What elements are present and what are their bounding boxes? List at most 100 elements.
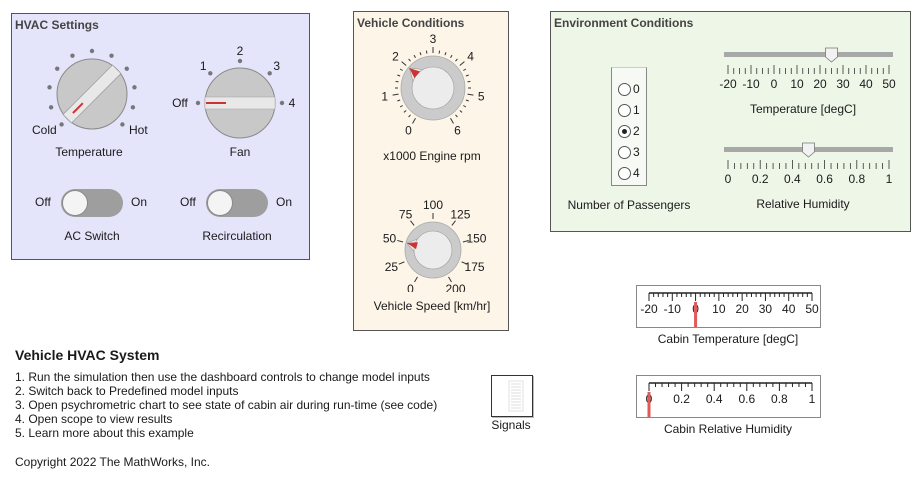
temperature-knob[interactable]: [32, 39, 152, 139]
engine-rpm-minor-tick: [465, 74, 469, 77]
ac-switch-toggle[interactable]: [61, 189, 123, 217]
fan-tick-label: 3: [273, 59, 280, 73]
cabin-temperature-tick-label: -10: [664, 302, 682, 316]
humidity-slider-tick-label: 0.8: [848, 172, 865, 186]
temperature-tick-dot: [130, 105, 136, 110]
passengers-option-1[interactable]: 1: [618, 101, 640, 119]
step-switch-predefined[interactable]: 2. Switch back to Predefined model input…: [15, 384, 239, 398]
engine-rpm-minor-tick: [455, 114, 458, 118]
engine-rpm-inner-dial: [411, 66, 455, 110]
radio-label: 0: [633, 82, 640, 96]
temperature-slider-label: Temperature [degC]: [749, 102, 857, 116]
temperature-slider-tick-label: 0: [771, 77, 778, 91]
panel-title: Vehicle Conditions: [357, 16, 465, 30]
temperature-tick-dot: [120, 122, 125, 127]
temperature-slider-thumb[interactable]: [825, 47, 838, 63]
radio-button[interactable]: [618, 145, 631, 159]
recirculation-on-label: On: [276, 195, 293, 209]
humidity-slider-tick-label: 0: [725, 172, 732, 186]
engine-rpm-major-tick: [459, 61, 465, 66]
radio-button[interactable]: [618, 103, 631, 117]
humidity-slider-label: Relative Humidity: [756, 197, 850, 211]
temperature-slider-tick-label: 20: [813, 77, 827, 91]
temperature-slider-tick-label: 10: [790, 77, 804, 91]
cabin-humidity-tick-label: 0.2: [673, 392, 690, 406]
ac-off-label: Off: [35, 195, 51, 209]
info-block: Vehicle HVAC System 1. Run the simulatio…: [15, 347, 437, 440]
cabin-humidity-tick-label: 0.8: [771, 392, 788, 406]
radio-label: 2: [633, 124, 640, 138]
temperature-tick-dot: [132, 85, 137, 90]
fan-knob-pointer: [204, 96, 276, 110]
cabin-humidity-tick-label: 0.4: [706, 392, 723, 406]
vehicle-speed-tick-label: 25: [385, 260, 399, 274]
humidity-slider-thumb[interactable]: [802, 142, 815, 158]
vehicle-speed-major-tick: [448, 276, 452, 283]
step-learn-more[interactable]: 5. Learn more about this example: [15, 426, 194, 440]
humidity-slider-tick-label: 0.2: [752, 172, 769, 186]
temperature-tick-dot: [55, 66, 60, 71]
step-run-simulation[interactable]: 1. Run the simulation then use the dashb…: [15, 370, 430, 384]
step-open-scope[interactable]: 4. Open scope to view results: [15, 412, 173, 426]
fan-tick-label: 1: [200, 59, 207, 73]
engine-rpm-minor-tick: [455, 58, 458, 62]
vehicle-speed-major-tick: [451, 220, 456, 226]
toggle-knob: [207, 190, 233, 216]
radio-label: 1: [633, 103, 640, 117]
engine-rpm-pointer-indicator: [409, 68, 421, 79]
radio-button[interactable]: [618, 82, 631, 96]
vehicle-speed-tick-label: 200: [445, 282, 465, 292]
engine-rpm-minor-tick: [459, 110, 463, 113]
fan-pointer-group: [204, 96, 276, 110]
cabin-humidity-tick-label: 1: [809, 392, 816, 406]
radio-label: 3: [633, 145, 640, 159]
temperature-slider-tick-label: -20: [719, 77, 737, 91]
engine-rpm-minor-tick: [425, 50, 428, 54]
engine-rpm-major-tick: [412, 118, 416, 124]
copyright: Copyright 2022 The MathWorks, Inc.: [15, 455, 210, 469]
passengers-option-4[interactable]: 4: [618, 164, 640, 182]
cabin-temperature-tick-label: 40: [782, 302, 796, 316]
passengers-option-3[interactable]: 3: [618, 143, 640, 161]
recirculation-label: Recirculation: [202, 229, 272, 243]
cabin-humidity-gauge: 00.20.40.60.81: [636, 375, 821, 418]
temperature-max-label: Hot: [129, 123, 148, 137]
model-title: Vehicle HVAC System: [15, 347, 160, 363]
radio-button[interactable]: [618, 124, 631, 138]
fan-tick-dot: [208, 71, 213, 76]
step-psychrometric-chart[interactable]: 3. Open psychrometric chart to see state…: [15, 398, 438, 412]
cabin-temperature-needle: [694, 302, 698, 327]
temperature-tick-dot: [109, 53, 114, 58]
vehicle-speed-tick-label: 150: [466, 231, 486, 245]
signals-block[interactable]: [491, 375, 533, 417]
passengers-option-2[interactable]: 2: [618, 122, 640, 140]
engine-rpm-minor-tick: [463, 105, 467, 108]
cabin-temperature-tick-label: -20: [640, 302, 658, 316]
engine-rpm-minor-tick: [413, 54, 416, 58]
fan-tick-dot: [267, 71, 272, 76]
signals-label: Signals: [491, 418, 531, 432]
engine-rpm-major-tick: [467, 93, 474, 96]
cabin-temperature-tick-label: 20: [735, 302, 749, 316]
engine-rpm-minor-tick: [450, 54, 453, 58]
engine-rpm-tick-label: 3: [430, 32, 437, 46]
humidity-slider-tick-label: 1: [886, 172, 893, 186]
passengers-option-0[interactable]: 0: [618, 80, 640, 98]
temperature-tick-dot: [59, 122, 64, 127]
cabin-humidity-scale: 00.20.40.60.81: [646, 382, 816, 417]
temperature-slider-track: [724, 52, 893, 57]
engine-rpm-minor-tick: [419, 52, 422, 56]
engine-rpm-label: x1000 Engine rpm: [383, 149, 481, 163]
recirculation-toggle[interactable]: [206, 189, 268, 217]
humidity-slider-tick-label: 0.4: [784, 172, 801, 186]
radio-button[interactable]: [618, 166, 631, 180]
cabin-temperature-label: Cabin Temperature [degC]: [657, 332, 799, 346]
temperature-tick-dot: [89, 48, 95, 54]
